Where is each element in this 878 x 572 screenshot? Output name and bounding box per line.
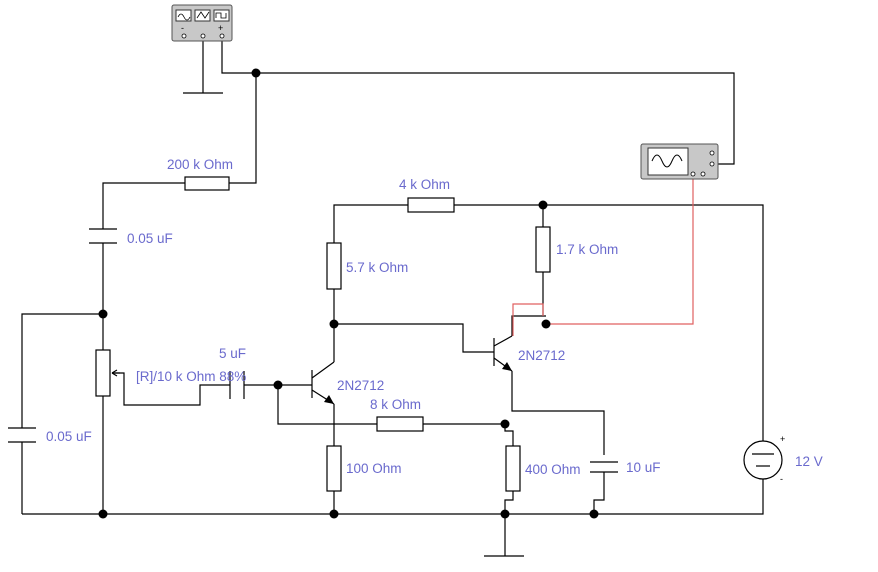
label-5.7k: 5.7 k Ohm xyxy=(346,260,408,275)
oscilloscope[interactable] xyxy=(640,143,719,180)
battery-minus-sign: - xyxy=(780,474,783,484)
generator-minus-terminal: - xyxy=(181,23,184,33)
wire-generator-output xyxy=(221,38,735,165)
capacitor-0.05uf-left[interactable] xyxy=(8,427,36,443)
capacitor-0.05uf-top[interactable] xyxy=(89,228,117,244)
wire-left-cap-loop xyxy=(21,313,103,428)
label-8k: 8 k Ohm xyxy=(370,397,421,412)
wires xyxy=(21,38,764,557)
sine-wave-icon xyxy=(651,154,683,168)
resistor-400[interactable] xyxy=(505,445,521,492)
transistor-q1[interactable] xyxy=(311,361,335,405)
sine-wave-icon xyxy=(177,13,191,21)
wire-q2-collector xyxy=(511,315,546,336)
wire-400-bottom xyxy=(504,491,514,514)
wire-ground-rail xyxy=(22,479,764,515)
wire-q2-emitter xyxy=(511,371,605,455)
capacitor-10uf[interactable] xyxy=(590,461,618,473)
junction-dot xyxy=(500,419,510,429)
wire-scope-probe xyxy=(546,176,694,325)
label-100: 100 Ohm xyxy=(346,461,402,476)
function-generator[interactable] xyxy=(171,4,233,42)
potentiometer[interactable] xyxy=(95,349,120,397)
label-q2: 2N2712 xyxy=(518,348,565,363)
resistor-5.7k[interactable] xyxy=(326,242,342,290)
label-10uf: 10 uF xyxy=(626,460,661,475)
junction-dot xyxy=(589,509,599,519)
wire-collector-node xyxy=(334,323,494,353)
label-5uf: 5 uF xyxy=(219,346,246,361)
wire-base-down xyxy=(277,385,377,425)
junction-dot xyxy=(500,509,510,519)
junction-dot xyxy=(541,319,551,329)
component-labels: 200 k Ohm 4 k Ohm 0.05 uF 5.7 k Ohm 1.7 … xyxy=(46,157,823,477)
label-200k: 200 k Ohm xyxy=(167,157,233,172)
resistor-8k[interactable] xyxy=(376,416,424,432)
junction-dot xyxy=(538,200,548,210)
label-4k: 4 k Ohm xyxy=(399,177,450,192)
junction-dot xyxy=(273,380,283,390)
junction-dot xyxy=(329,509,339,519)
junction-dot xyxy=(329,319,339,329)
resistor-4k[interactable] xyxy=(407,197,455,213)
resistor-100[interactable] xyxy=(326,445,342,492)
junction-dots xyxy=(98,68,599,519)
wire-wiper xyxy=(112,372,230,406)
wire-200k-left xyxy=(102,182,185,229)
generator-plus-terminal: + xyxy=(218,23,223,33)
wire-top-rail-right xyxy=(454,204,764,441)
label-1.7k: 1.7 k Ohm xyxy=(556,242,618,257)
label-400: 400 Ohm xyxy=(525,462,581,477)
wire-10uf-bottom xyxy=(593,472,605,514)
capacitor-5uf[interactable] xyxy=(229,371,245,399)
resistor-200k[interactable] xyxy=(184,176,230,191)
label-0.05uf-left: 0.05 uF xyxy=(46,429,92,444)
battery-12v[interactable] xyxy=(743,440,783,480)
wire-scope-probe-collector xyxy=(512,303,544,336)
triangle-wave-icon xyxy=(196,11,210,19)
transistor-q2[interactable] xyxy=(493,335,513,372)
square-wave-icon xyxy=(215,12,227,19)
junction-dot xyxy=(98,509,108,519)
resistor-1.7k[interactable] xyxy=(535,226,551,273)
label-0.05uf-top: 0.05 uF xyxy=(127,231,173,246)
label-q1: 2N2712 xyxy=(337,378,384,393)
battery-plus-sign: + xyxy=(780,434,785,444)
junction-dot xyxy=(251,68,261,78)
label-pot: [R]/10 k Ohm 88% xyxy=(136,369,246,384)
label-battery: 12 V xyxy=(795,454,823,469)
wire-top-rail xyxy=(333,204,408,243)
junction-dot xyxy=(98,309,108,319)
wire-top-node-down xyxy=(229,73,257,184)
